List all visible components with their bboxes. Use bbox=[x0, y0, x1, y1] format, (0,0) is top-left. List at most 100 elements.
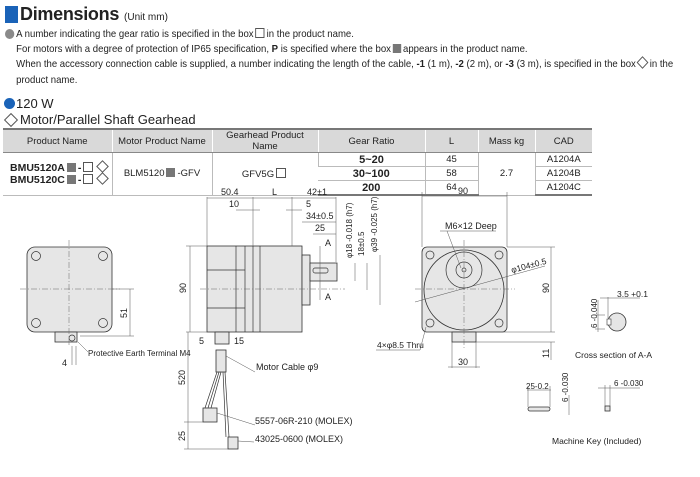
connector-2-label: 43025-0600 (MOLEX) bbox=[255, 434, 343, 444]
box-icon bbox=[83, 173, 94, 184]
gearhead-name: GFV5G bbox=[241, 168, 275, 180]
dim-520: 520 bbox=[177, 370, 187, 385]
dim-90-side: 90 bbox=[178, 283, 188, 293]
table-row: 200 64 A1204C bbox=[3, 180, 592, 196]
note-text: product name. bbox=[16, 74, 78, 86]
dim-phi18: φ18 -0.018 (h7) bbox=[345, 202, 354, 258]
table-header-row: Product Name Motor Product Name Gearhead… bbox=[3, 128, 592, 153]
dim-key-depth: 6 -0.040 bbox=[590, 298, 599, 328]
dim-15: 15 bbox=[234, 336, 244, 346]
cad-link[interactable]: A1204A bbox=[534, 152, 592, 167]
note-text: appears in the product name. bbox=[403, 44, 528, 56]
connector-1-label: 5557-06R-210 (MOLEX) bbox=[255, 416, 353, 426]
note-text: in the bbox=[649, 59, 674, 71]
dim-key-width-b: 6 -0.030 bbox=[614, 379, 644, 388]
motor-suffix: -GFV bbox=[177, 168, 201, 180]
col-header: Motor Product Name bbox=[111, 128, 212, 153]
col-header: Gearhead Product Name bbox=[211, 128, 318, 153]
dim-10: 10 bbox=[229, 199, 239, 209]
motor-cable-label: Motor Cable φ9 bbox=[256, 362, 318, 372]
dim-30: 30 bbox=[458, 357, 468, 367]
page-title: Dimensions bbox=[20, 4, 120, 24]
machine-key-label: Machine Key (Included) bbox=[552, 436, 641, 446]
blue-dot-icon bbox=[4, 98, 15, 109]
box-icon bbox=[255, 28, 265, 38]
product-table: Product Name Motor Product Name Gearhead… bbox=[3, 128, 592, 196]
mounting-holes-label: 4×φ8.5 Thru bbox=[377, 340, 424, 350]
dim-key-length: 25-0.2 bbox=[526, 382, 549, 391]
length-L: 58 bbox=[424, 166, 478, 181]
dim-34: 34±0.5 bbox=[306, 211, 333, 221]
col-header: Mass kg bbox=[477, 128, 535, 153]
section-a-marker: A bbox=[325, 238, 331, 248]
note-text: For motors with a degree of protection o… bbox=[16, 44, 270, 56]
dim-25b: 25 bbox=[177, 431, 187, 441]
product-name: BMU5120A bbox=[10, 161, 65, 174]
notes: A number indicating the gear ratio is sp… bbox=[5, 27, 693, 88]
title-marker-icon bbox=[5, 6, 18, 23]
dim-51: 51 bbox=[119, 308, 129, 318]
filled-box-icon bbox=[166, 168, 176, 178]
tapped-hole-label: M6×12 Deep bbox=[445, 221, 497, 231]
dim-5b: 5 bbox=[199, 336, 204, 346]
product-name-cell: BMU5120A- BMU5120C- bbox=[3, 152, 112, 196]
dim-phi104: φ104±0.5 bbox=[510, 256, 548, 275]
gear-ratio: 5~20 bbox=[317, 152, 425, 167]
col-header: CAD bbox=[534, 128, 592, 153]
product-name: BMU5120C bbox=[10, 173, 65, 186]
dim-L: L bbox=[272, 187, 277, 197]
col-header: Product Name bbox=[3, 128, 112, 153]
table-row: 30~100 58 A1204B bbox=[3, 166, 592, 181]
motor-cable bbox=[215, 349, 227, 373]
section-title: Dimensions (Unit mm) bbox=[5, 3, 168, 25]
connector-43025 bbox=[227, 436, 239, 450]
note-text: When the accessory connection cable is s… bbox=[16, 59, 414, 71]
cad-link[interactable]: A1204C bbox=[534, 180, 592, 196]
note-bold: -1 bbox=[416, 59, 426, 71]
note-bold: P bbox=[271, 44, 279, 56]
type-heading: Motor/Parallel Shaft Gearhead bbox=[3, 112, 196, 127]
length-L: 45 bbox=[424, 152, 478, 167]
motor-product-cell: BLM5120 -GFV bbox=[111, 152, 212, 196]
dim-90-top: 90 bbox=[458, 186, 468, 196]
table-row: BMU5120A- BMU5120C- BLM5120 -GFV GFV5G 5~… bbox=[3, 152, 592, 196]
cad-link[interactable]: A1204B bbox=[534, 166, 592, 181]
gear-ratio: 30~100 bbox=[318, 166, 425, 181]
filled-box-icon bbox=[66, 162, 76, 172]
dim-5: 5 bbox=[306, 199, 311, 209]
cross-section-label: Cross section of A-A bbox=[575, 350, 652, 360]
dim-phi39: φ39 -0.025 (h7) bbox=[370, 196, 379, 252]
gearhead-front-view: 90 M6×12 Deep φ104±0.5 90 11 30 4×φ8.5 T… bbox=[376, 186, 555, 368]
note-text: is specified where the box bbox=[280, 44, 391, 56]
dim-25: 25 bbox=[315, 223, 325, 233]
dim-11: 11 bbox=[541, 349, 551, 358]
filled-box-icon bbox=[392, 44, 402, 54]
note-bold: -2 bbox=[455, 59, 464, 71]
dim-key-width: 3.5 +0.1 bbox=[617, 289, 648, 299]
motor-name: BLM5120 bbox=[123, 168, 165, 180]
pe-terminal-label: Protective Earth Terminal M4 bbox=[88, 349, 191, 358]
note-text: (1 m), bbox=[427, 59, 453, 71]
motor-side-view: 50.4 L 42±1 10 5 34±0.5 25 A A φ18 -0.01… bbox=[177, 187, 381, 450]
dim-18: 18±0.5 bbox=[357, 231, 366, 256]
mass: 2.7 bbox=[477, 152, 535, 196]
filled-box-icon bbox=[66, 174, 76, 184]
dim-90-right: 90 bbox=[541, 283, 551, 293]
note-bold: -3 bbox=[505, 59, 514, 71]
power-label: 120 W bbox=[16, 96, 54, 111]
dim-42: 42±1 bbox=[307, 187, 327, 197]
gearhead-cell: GFV5G bbox=[211, 152, 318, 196]
machine-key: 25-0.2 6 -0.030 6 -0.030 Machine Key (In… bbox=[526, 372, 644, 446]
bullet-icon bbox=[5, 29, 15, 39]
motor-front-view: 51 4 Protective Earth Terminal M4 bbox=[20, 240, 191, 368]
cross-section-aa: 6 -0.040 3.5 +0.1 Cross section of A-A bbox=[575, 289, 652, 360]
length-L: 64 bbox=[424, 180, 478, 196]
note-text: A number indicating the gear ratio is sp… bbox=[16, 29, 254, 40]
gear-ratio: 200 bbox=[318, 180, 425, 196]
note-text: (3 m), is specified in the box bbox=[516, 59, 636, 71]
note-text: (2 m), or bbox=[466, 59, 503, 71]
dim-50-4: 50.4 bbox=[221, 187, 239, 197]
col-header: Gear Ratio bbox=[317, 128, 425, 153]
